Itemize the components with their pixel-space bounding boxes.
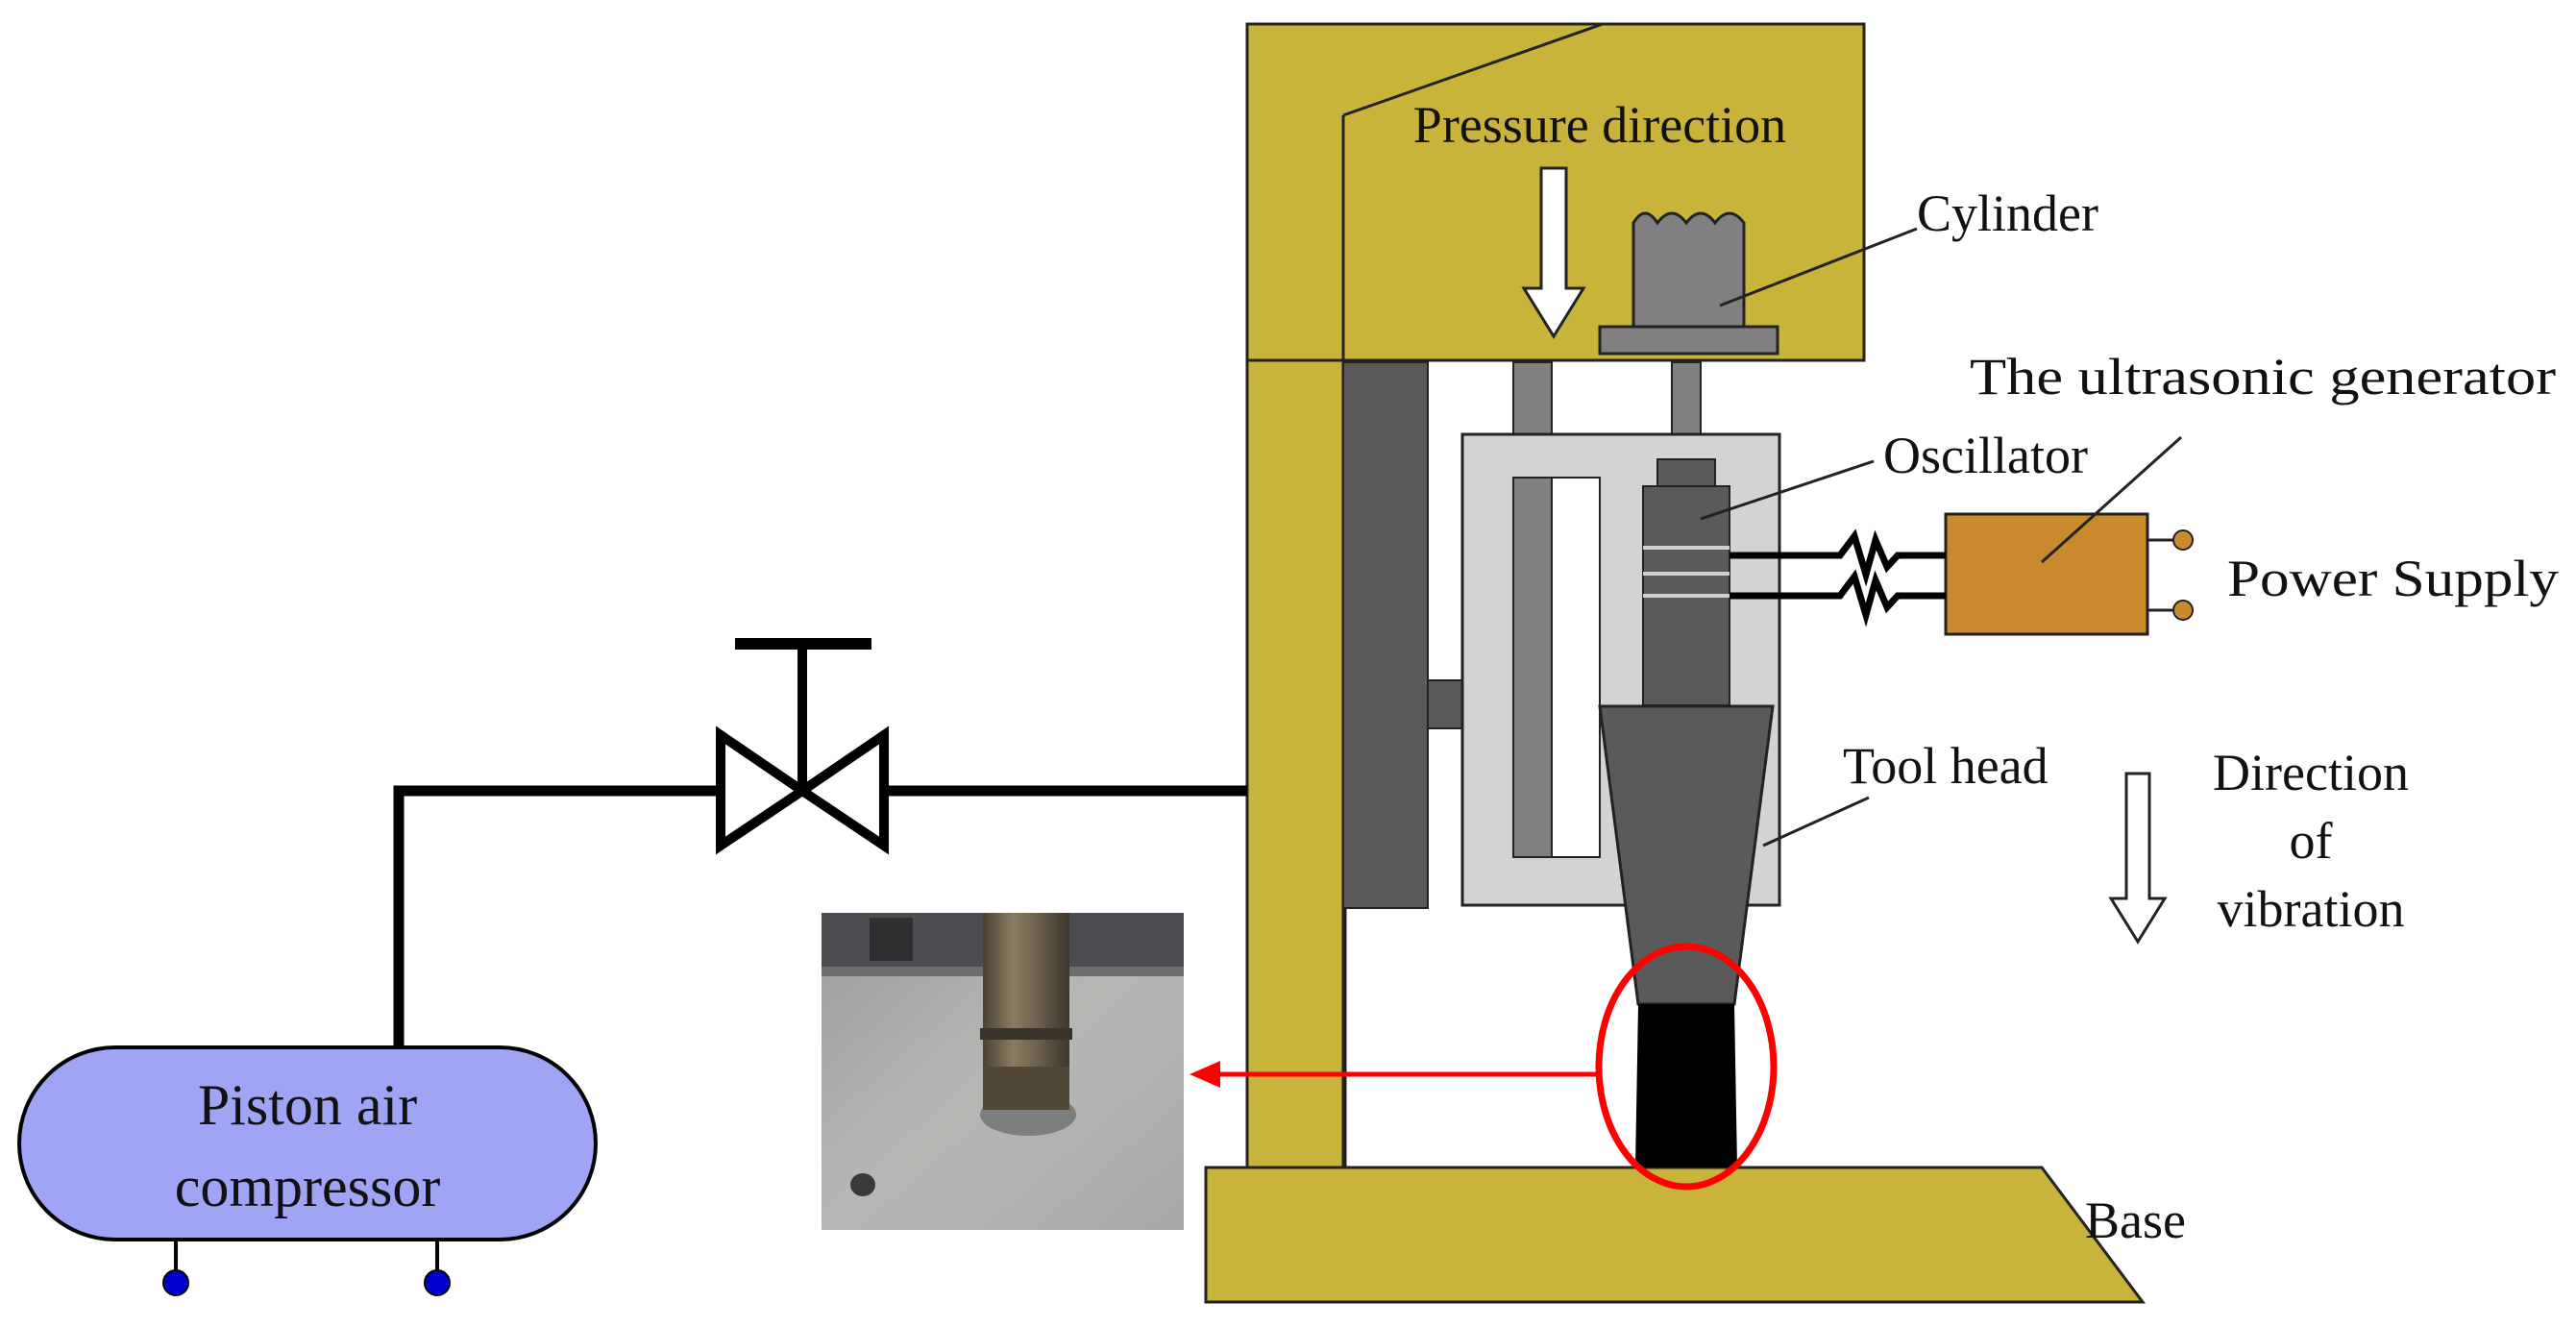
tool-tip-photo [822,913,1184,1230]
label-oscillator: Oscillator [1883,427,2088,484]
oscillator [1642,458,1730,706]
valve-icon [716,638,889,855]
label-pressure-direction: Pressure direction [1413,96,1786,154]
label-compressor-line2: compressor [175,1155,441,1218]
side-plate [1342,361,1429,909]
label-compressor-line1: Piston air [198,1073,417,1137]
vibration-direction-arrow [2108,772,2168,945]
generator-cables [1730,528,1946,627]
label-direction-line2: of [2290,812,2333,870]
leader-lines [1700,227,2183,848]
tool-tip-highlight [1595,943,1778,1191]
wheel-icon [424,1269,451,1296]
label-cylinder: Cylinder [1917,184,2098,242]
tool-head [1598,704,1775,1167]
cylinder [1598,211,1779,356]
label-direction-line3: vibration [2218,880,2405,938]
piston-air-compressor [17,1045,598,1296]
ultrasonic-generator [1944,512,2194,636]
label-ultrasonic-generator: The ultrasonic generator [1970,348,2556,405]
label-direction-line1: Direction [2213,744,2409,801]
label-power-supply: Power Supply [2227,550,2559,607]
wheel-icon [162,1269,189,1296]
label-base: Base [2085,1192,2186,1249]
air-pipe [393,785,1247,1052]
pressure-direction-arrow [1521,166,1586,339]
highlight-arrow [1190,1061,1600,1088]
label-tool-head: Tool head [1843,737,2049,795]
machine-base [1204,1166,2146,1304]
